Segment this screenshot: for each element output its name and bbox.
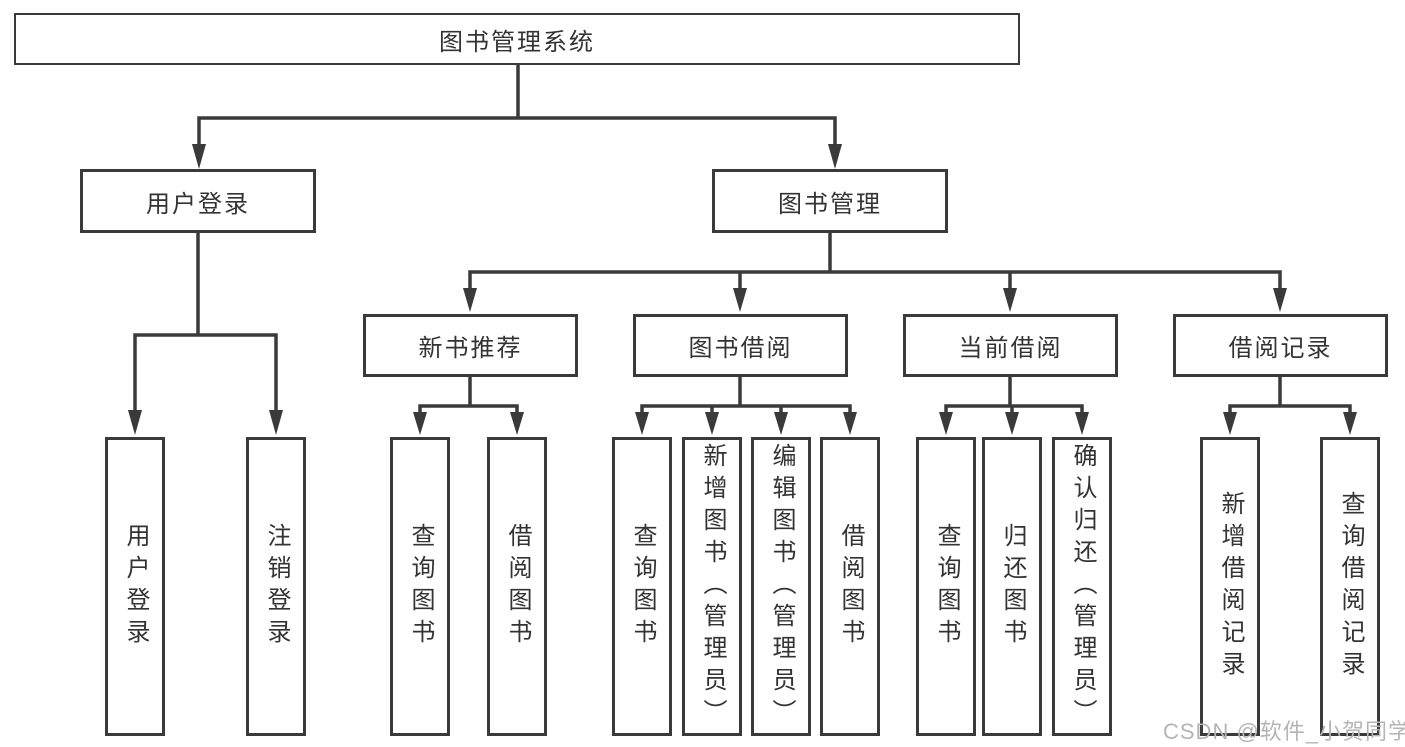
node-root-library-system: 图书管理系统 bbox=[14, 13, 1020, 65]
node-user-login: 用户登录 bbox=[80, 169, 316, 233]
node-new-book-recommend: 新书推荐 bbox=[363, 314, 578, 377]
leaf-user-login: 用户登录 bbox=[105, 437, 165, 736]
node-book-borrow: 图书借阅 bbox=[633, 314, 848, 377]
leaf-borrow-borrow-book: 借阅图书 bbox=[820, 437, 880, 736]
node-current-borrow: 当前借阅 bbox=[903, 314, 1118, 377]
leaf-record-add-borrow-record: 新增借阅记录 bbox=[1200, 437, 1260, 736]
leaf-borrow-add-book-admin: 新增图书（管理员） bbox=[682, 437, 742, 736]
leaf-record-query-borrow-record: 查询借阅记录 bbox=[1320, 437, 1380, 736]
leaf-current-query-book: 查询图书 bbox=[916, 437, 976, 736]
leaf-current-return-book: 归还图书 bbox=[982, 437, 1042, 736]
leaf-newbook-borrow-book: 借阅图书 bbox=[487, 437, 547, 736]
leaf-borrow-edit-book-admin: 编辑图书（管理员） bbox=[751, 437, 811, 736]
leaf-newbook-query-book: 查询图书 bbox=[390, 437, 450, 736]
leaf-logout-login: 注销登录 bbox=[246, 437, 306, 736]
node-borrow-record: 借阅记录 bbox=[1173, 314, 1388, 377]
leaf-borrow-query-book: 查询图书 bbox=[612, 437, 672, 736]
csdn-watermark: CSDN @软件_小贺同学 bbox=[1163, 719, 1405, 744]
leaf-current-confirm-return-admin: 确认归还（管理员） bbox=[1052, 437, 1112, 736]
node-book-management: 图书管理 bbox=[712, 169, 948, 233]
